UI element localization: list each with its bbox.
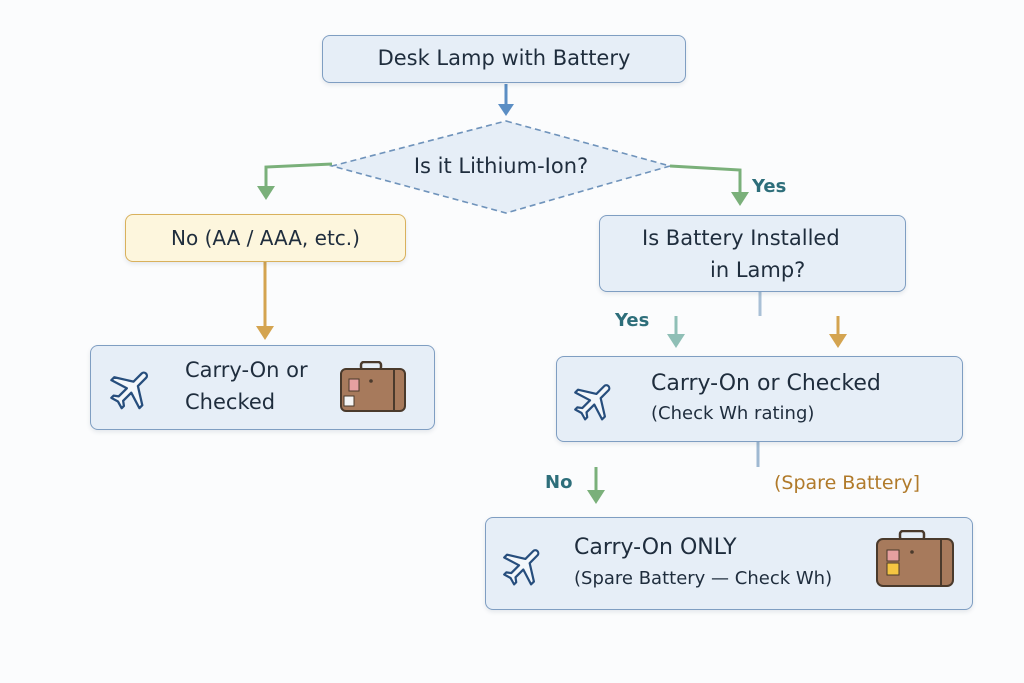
decision-installed-line1: Is Battery Installed (642, 226, 840, 250)
arrowhead-no-to-result (256, 326, 274, 340)
edge-label-no-installed: No (545, 472, 573, 493)
arrowhead-to-spare (587, 490, 605, 504)
start-node-label: Desk Lamp with Battery (377, 46, 631, 70)
result-left-line1: Carry-On or (185, 358, 308, 382)
arrowhead-start-to-decision (498, 104, 514, 116)
result-left-node: Carry-On or Checked (90, 345, 435, 430)
result-installed-sub: (Check Wh rating) (651, 403, 815, 424)
result-installed-title: Carry-On or Checked (651, 371, 881, 396)
start-node: Desk Lamp with Battery (322, 35, 686, 83)
decision-lithium-label: Is it Lithium-Ion? (413, 154, 589, 178)
decision-lithium-shape (328, 120, 673, 214)
no-alkaline-label: No (AA / AAA, etc.) (171, 226, 360, 250)
suitcase-icon (875, 529, 955, 592)
edge-label-yes-lithium: Yes (752, 176, 787, 197)
arrowhead-decision-to-no (257, 186, 275, 200)
no-alkaline-node: No (AA / AAA, etc.) (125, 214, 406, 262)
arrowhead-decision-to-yes (731, 192, 749, 206)
edge-label-spare-battery: (Spare Battery] (774, 472, 921, 494)
suitcase-icon (339, 360, 409, 417)
arrowhead-installed-gold (829, 334, 847, 348)
result-left-line2: Checked (185, 390, 276, 414)
airplane-icon (500, 542, 548, 594)
decision-installed-line2: in Lamp? (710, 258, 806, 282)
arrowhead-installed-yes (667, 334, 685, 348)
arrow-decision-to-yes (669, 164, 742, 196)
airplane-icon (571, 377, 619, 429)
arrow-decision-to-no (264, 162, 333, 190)
result-spare-title: Carry-On ONLY (574, 535, 737, 560)
decision-installed-node: Is Battery Installed in Lamp? (599, 215, 906, 292)
result-installed-node: Carry-On or Checked (Check Wh rating) (556, 356, 963, 442)
result-spare-sub: (Spare Battery — Check Wh) (574, 568, 833, 589)
result-spare-node: Carry-On ONLY (Spare Battery — Check Wh) (485, 517, 973, 610)
edge-label-yes-installed: Yes (615, 310, 650, 331)
airplane-icon (107, 364, 157, 418)
